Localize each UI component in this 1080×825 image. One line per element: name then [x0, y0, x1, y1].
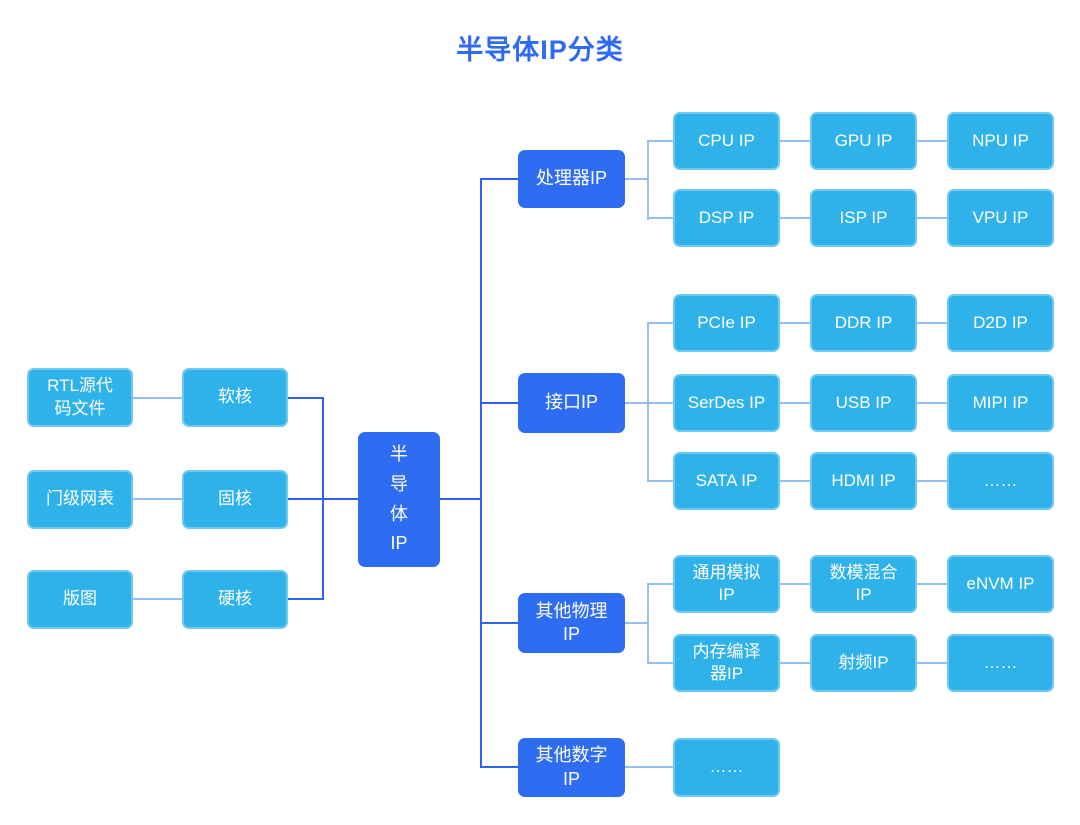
- node-mipi-ip: MIPI IP: [947, 374, 1054, 432]
- connector-other-physical-subtrunk: [625, 622, 648, 624]
- node-hard-core: 硬核: [182, 570, 288, 629]
- connector-branch-memcompiler: [647, 662, 673, 664]
- node-envm-ip: eNVM IP: [947, 555, 1054, 613]
- node-d2d-ip: D2D IP: [947, 294, 1054, 352]
- connector-dsp-isp: [780, 217, 810, 219]
- node-hdmi-ip: HDMI IP: [810, 452, 917, 510]
- connector-trunk-other-digital: [480, 766, 518, 768]
- connector-hdmi-more: [917, 480, 947, 482]
- node-ddr-ip: DDR IP: [810, 294, 917, 352]
- node-semiconductor-ip-root: 半 导 体 IP: [358, 432, 440, 567]
- connector-other-physical-vertical: [647, 583, 649, 664]
- node-serdes-ip: SerDes IP: [673, 374, 780, 432]
- node-cpu-ip: CPU IP: [673, 112, 780, 170]
- diagram-title: 半导体IP分类: [456, 35, 624, 65]
- connector-rtl-soft: [133, 397, 182, 399]
- node-more-interface-ip: ……: [947, 452, 1054, 510]
- node-gate-netlist: 门级网表: [27, 470, 133, 529]
- connector-branch-sata: [647, 480, 673, 482]
- node-sata-ip: SATA IP: [673, 452, 780, 510]
- node-memory-compiler-ip: 内存编译 器IP: [673, 634, 780, 692]
- connector-soft-trunk: [288, 397, 324, 399]
- node-other-physical-ip: 其他物理 IP: [518, 593, 625, 653]
- node-processor-ip: 处理器IP: [518, 150, 625, 208]
- node-gpu-ip: GPU IP: [810, 112, 917, 170]
- node-layout: 版图: [27, 570, 133, 629]
- node-mixed-signal-ip: 数模混合 IP: [810, 555, 917, 613]
- node-firm-core: 固核: [182, 470, 288, 529]
- connector-branch-dsp: [647, 217, 673, 219]
- connector-trunk-other-physical: [480, 622, 518, 624]
- connector-trunk-interface: [480, 402, 518, 404]
- connector-interface-subtrunk: [625, 402, 648, 404]
- connector-branch-analog: [647, 583, 673, 585]
- node-dsp-ip: DSP IP: [673, 189, 780, 247]
- connector-firm-center: [288, 498, 358, 500]
- connector-rf-more: [917, 662, 947, 664]
- node-more-physical-ip: ……: [947, 634, 1054, 692]
- connector-branch-pcie: [647, 322, 673, 324]
- connector-mixed-envm: [917, 583, 947, 585]
- connector-usb-mipi: [917, 402, 947, 404]
- node-rtl-source: RTL源代 码文件: [27, 368, 133, 427]
- node-more-digital-ip: ……: [673, 738, 780, 797]
- connector-branch-serdes: [647, 402, 673, 404]
- connector-netlist-firm: [133, 498, 182, 500]
- connector-processor-subtrunk: [625, 178, 648, 180]
- connector-layout-hard: [133, 598, 182, 600]
- node-vpu-ip: VPU IP: [947, 189, 1054, 247]
- connector-right-trunk: [480, 178, 482, 768]
- node-usb-ip: USB IP: [810, 374, 917, 432]
- connector-pcie-ddr: [780, 322, 810, 324]
- connector-processor-vertical: [647, 140, 649, 220]
- connector-cpu-gpu: [780, 140, 810, 142]
- connector-branch-cpu: [647, 140, 673, 142]
- node-npu-ip: NPU IP: [947, 112, 1054, 170]
- connector-sata-hdmi: [780, 480, 810, 482]
- node-other-digital-ip: 其他数字 IP: [518, 738, 625, 797]
- connector-ddr-d2d: [917, 322, 947, 324]
- connector-analog-mixed: [780, 583, 810, 585]
- node-interface-ip: 接口IP: [518, 373, 625, 433]
- connector-serdes-usb: [780, 402, 810, 404]
- node-rf-ip: 射频IP: [810, 634, 917, 692]
- node-soft-core: 软核: [182, 368, 288, 427]
- connector-hard-trunk: [288, 598, 324, 600]
- connector-gpu-npu: [917, 140, 947, 142]
- connector-trunk-processor: [480, 178, 518, 180]
- node-isp-ip: ISP IP: [810, 189, 917, 247]
- connector-other-digital-more: [625, 766, 673, 768]
- node-analog-ip: 通用模拟 IP: [673, 555, 780, 613]
- connector-center-trunk: [440, 498, 482, 500]
- node-pcie-ip: PCIe IP: [673, 294, 780, 352]
- connector-memcompiler-rf: [780, 662, 810, 664]
- connector-isp-vpu: [917, 217, 947, 219]
